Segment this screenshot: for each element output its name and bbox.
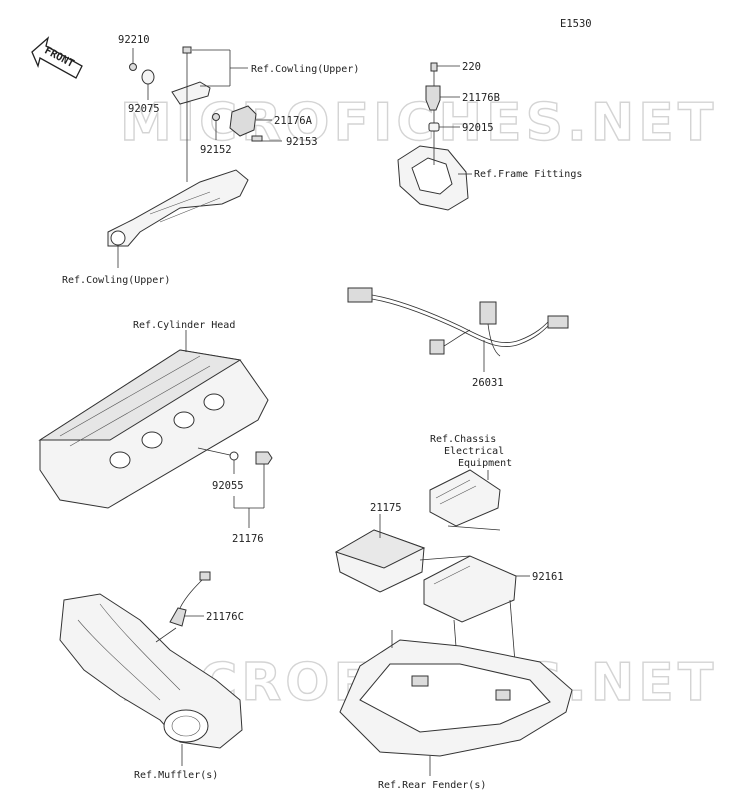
frame-sensor-assembly: [397, 62, 472, 211]
label-92210: 92210: [118, 34, 150, 46]
rear-fender: [339, 630, 573, 776]
watermark-top: MICROFICHES.NET: [120, 93, 717, 153]
label-26031: 26031: [472, 377, 504, 389]
nut-92210-icon: [129, 63, 137, 71]
label-92152: 92152: [200, 144, 232, 156]
label-ref-cowling-upper-top: Ref.Cowling(Upper): [251, 64, 359, 75]
label-ref-chassis-line1: Ref.Chassis: [430, 434, 496, 445]
label-21176B: 21176B: [462, 92, 500, 104]
label-21176A: 21176A: [274, 115, 313, 127]
diagram-code: E1530: [560, 18, 592, 30]
muffler-assembly: [59, 571, 243, 766]
small-bracket-icon: [171, 81, 211, 105]
connector-icon: [429, 339, 445, 355]
bracket-92161-icon: [423, 555, 517, 623]
label-220: 220: [462, 61, 481, 73]
sensor-21176A-icon: [229, 105, 257, 137]
o2-sensor-21176C-icon: [169, 607, 187, 627]
nut-92152-icon: [212, 113, 220, 121]
label-21176: 21176: [232, 533, 264, 545]
label-ref-mufflers: Ref.Muffler(s): [134, 770, 218, 781]
ecu-assembly: [334, 469, 530, 701]
screw-220-icon: [430, 62, 438, 72]
label-92075: 92075: [128, 103, 160, 115]
spacer-92075-icon: [141, 69, 155, 85]
connector-icon: [347, 287, 373, 303]
label-ref-cowling-upper-bottom: Ref.Cowling(Upper): [62, 275, 170, 286]
connector-icon: [199, 571, 211, 581]
temp-sensor-21176-assembly: [197, 447, 273, 528]
label-ref-frame-fittings: Ref.Frame Fittings: [474, 169, 582, 180]
label-ref-chassis-line3: Equipment: [458, 458, 512, 469]
bolt-icon: [182, 46, 192, 54]
sensor-21176B-icon: [425, 85, 441, 111]
label-92153: 92153: [286, 136, 318, 148]
washer-92055-icon: [229, 451, 239, 461]
label-21175: 21175: [370, 502, 402, 514]
front-arrow-icon: FRONT: [31, 36, 83, 79]
bolt-92153-icon: [251, 135, 263, 142]
connector-icon: [479, 301, 497, 325]
upper-bracket-assembly: [107, 46, 282, 268]
label-21176C: 21176C: [206, 611, 244, 623]
chassis-module-icon: [429, 469, 501, 527]
label-ref-chassis-line2: Electrical: [444, 446, 504, 457]
wire-harness-26031: [347, 287, 569, 372]
grommet-92015-icon: [428, 122, 440, 132]
cylinder-head: [38, 330, 269, 509]
label-ref-cylinder-head: Ref.Cylinder Head: [133, 320, 235, 331]
connector-icon: [547, 315, 569, 329]
label-92015: 92015: [462, 122, 494, 134]
exhaust-pipe-icon: [59, 593, 243, 749]
sensor-21176-icon: [255, 451, 273, 465]
label-ref-rear-fender: Ref.Rear Fender(s): [378, 780, 486, 791]
label-92161: 92161: [532, 571, 564, 583]
label-92055: 92055: [212, 480, 244, 492]
long-bracket-icon: [107, 169, 249, 247]
